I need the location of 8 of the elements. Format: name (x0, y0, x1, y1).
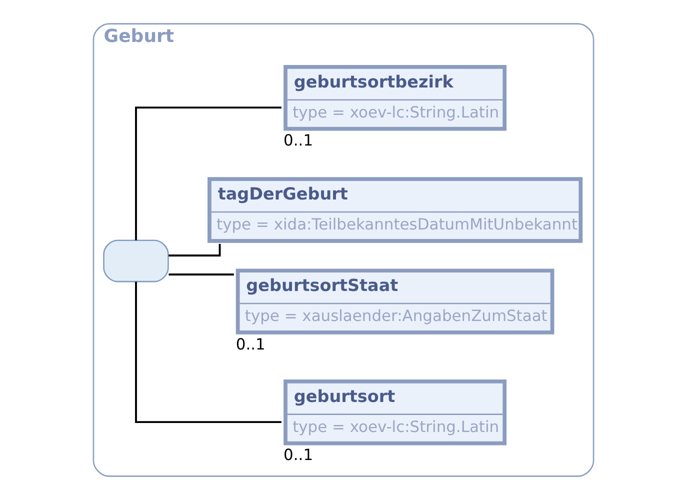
connector (168, 244, 220, 256)
connector (168, 274, 234, 276)
connector (134, 282, 281, 424)
node-label: 0..1 (283, 446, 313, 464)
node-label: 0..1 (235, 335, 265, 354)
node-box (102, 240, 168, 282)
connector (134, 106, 281, 240)
node-label: 0..1 (283, 132, 313, 150)
